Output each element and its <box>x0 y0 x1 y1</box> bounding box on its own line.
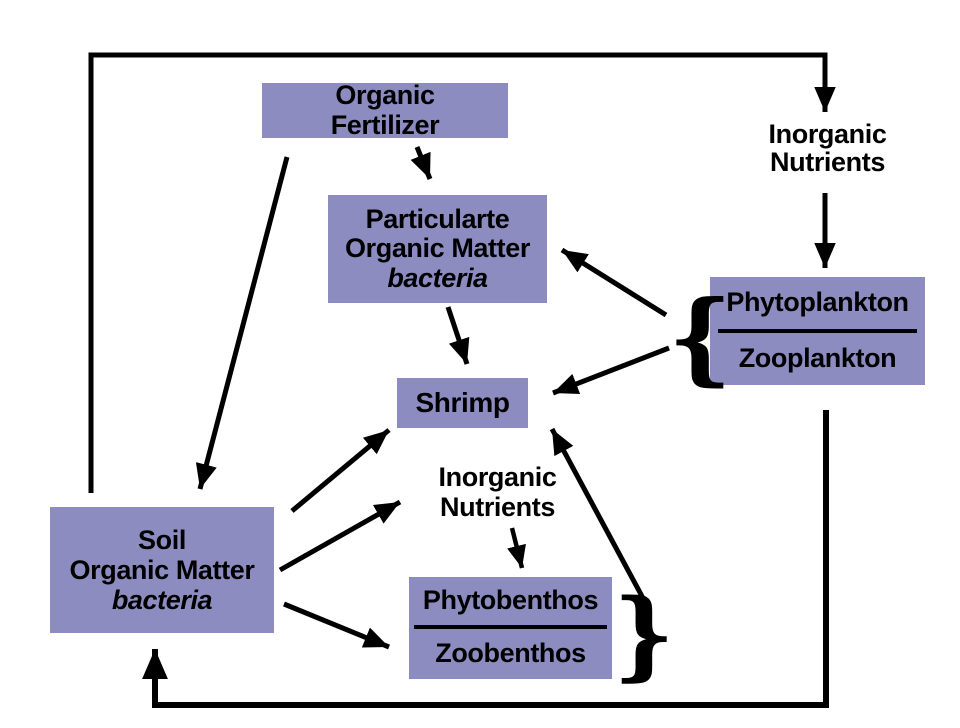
inorganic-top-line1: Inorganic <box>768 119 887 149</box>
soil-organic-matter-box: Soil Organic Matter bacteria <box>50 507 274 633</box>
arrow-plankton-to-pom <box>560 247 668 318</box>
arrow-pom-to-shrimp <box>445 306 470 365</box>
organic-fertilizer-label-line2: Fertilizer <box>330 109 440 140</box>
zooplankton-label: Zooplankton <box>738 343 897 374</box>
plankton-brace: { <box>668 278 733 396</box>
shrimp-label: Shrimp <box>415 386 510 418</box>
benthos-box: Phytobenthos Zoobenthos <box>409 577 612 679</box>
inorganic-nutrients-center-label: Inorganic Nutrients <box>415 462 580 522</box>
inorganic-top-line2: Nutrients <box>770 147 885 178</box>
pom-label-line1: Particularte <box>365 204 510 235</box>
pom-bacteria-label: bacteria <box>387 262 488 293</box>
arrow-fertilizer-to-soil <box>195 156 290 490</box>
arrow-plankton-to-shrimp <box>552 345 670 396</box>
organic-fertilizer-label-line1: Organic <box>335 80 435 111</box>
plankton-divider <box>718 329 917 333</box>
benthos-brace: } <box>613 578 675 691</box>
soil-bacteria-label: bacteria <box>111 585 213 616</box>
shrimp-box: Shrimp <box>397 378 528 428</box>
zoobenthos-label: Zoobenthos <box>435 638 586 669</box>
inorganic-nutrients-top-label: Inorganic Nutrients <box>740 120 915 177</box>
phytoplankton-label: Phytoplankton <box>726 287 909 318</box>
arrow-soil-to-inorganic-center <box>278 499 402 573</box>
soil-label-line1: Soil <box>138 524 186 555</box>
arrow-inorganic-center-to-phytobenthos <box>507 527 526 569</box>
arrow-soil-to-zoobenthos <box>283 601 390 650</box>
pom-label-line2: Organic Matter <box>345 233 530 264</box>
inorganic-center-line1: Inorganic <box>438 462 557 492</box>
arrow-soil-to-shrimp <box>290 428 391 513</box>
soil-label-line2: Organic Matter <box>69 554 255 585</box>
particulate-organic-matter-box: Particularte Organic Matter bacteria <box>328 195 547 303</box>
arrow-fertilizer-to-pom <box>410 146 433 180</box>
plankton-box: Phytoplankton Zooplankton <box>710 277 925 385</box>
organic-fertilizer-box: Organic Fertilizer <box>262 80 508 140</box>
inorganic-center-line2: Nutrients <box>440 491 555 522</box>
benthos-divider <box>414 625 607 629</box>
phytobenthos-label: Phytobenthos <box>422 585 599 616</box>
